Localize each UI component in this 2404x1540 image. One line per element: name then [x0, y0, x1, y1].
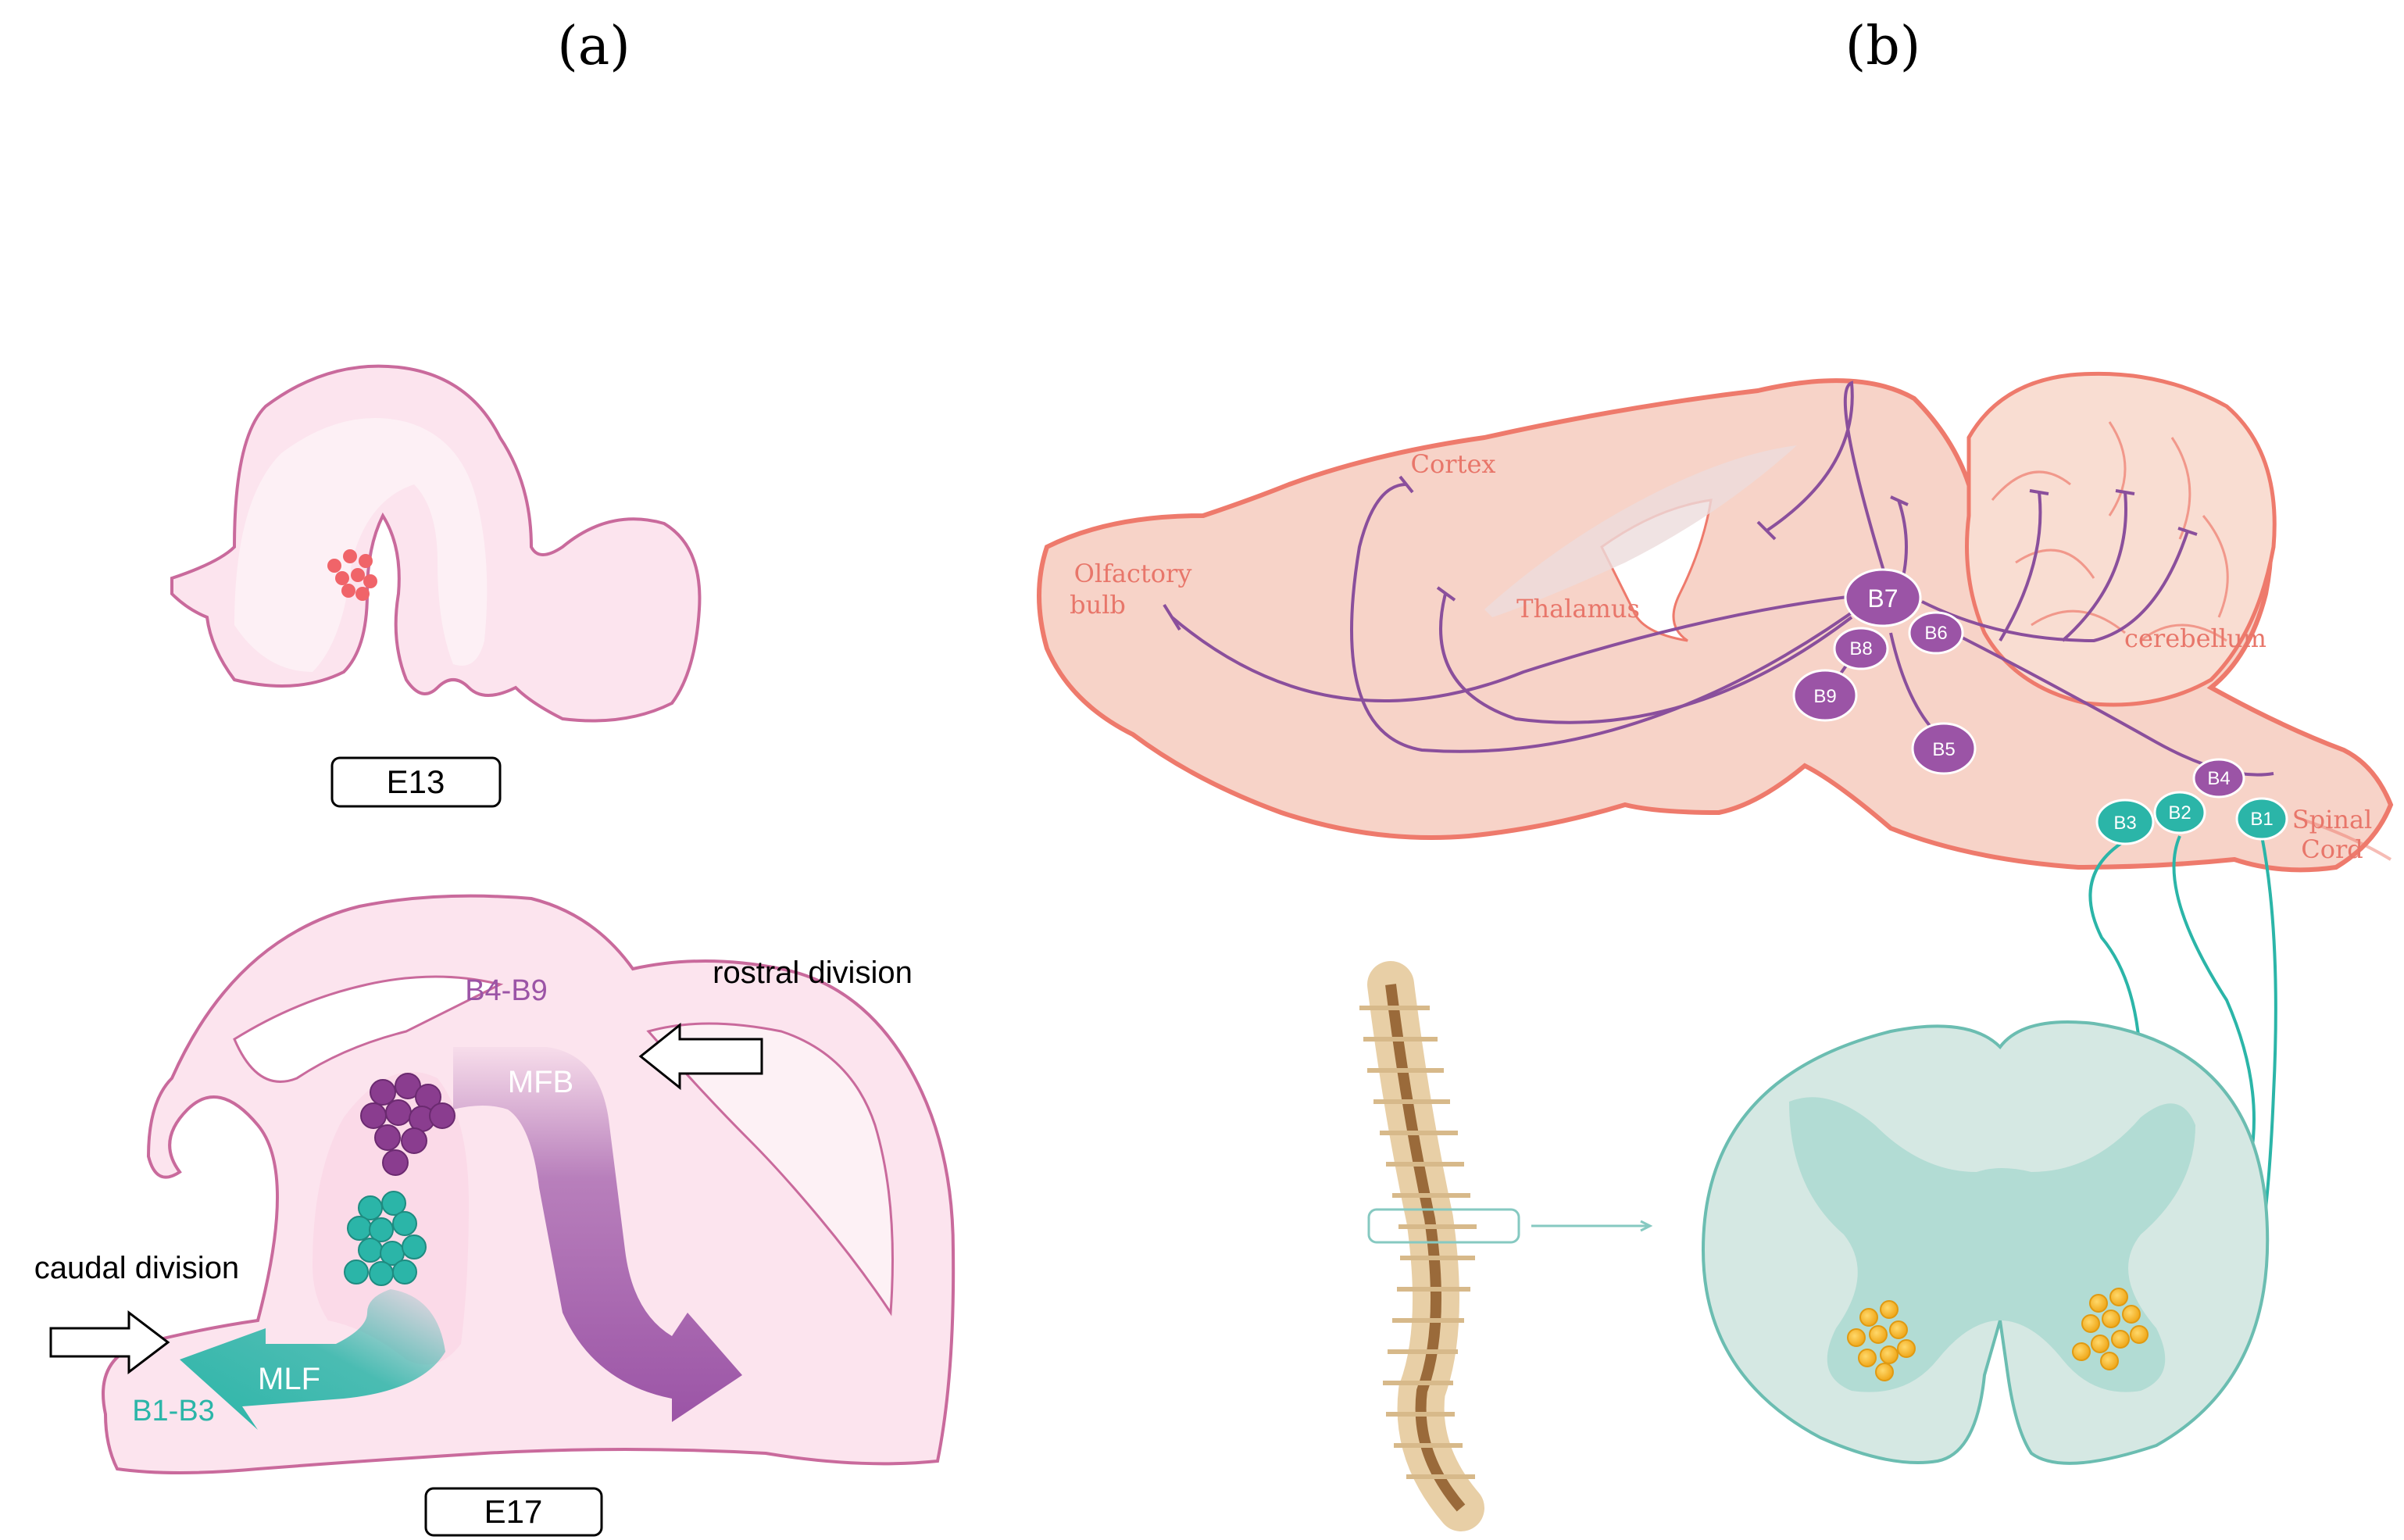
mlf-tract-arrow — [180, 1289, 445, 1430]
svg-text:B9: B9 — [1813, 686, 1836, 707]
olfactory-label-line2: bulb — [1070, 590, 1126, 620]
b1-b3-neuron-cluster — [344, 1191, 427, 1286]
svg-text:B6: B6 — [1924, 623, 1947, 644]
spinal-label-line1: Spinal — [2292, 805, 2373, 834]
olfactory-label-line1: Olfactory — [1074, 559, 1192, 588]
caudal-division-indicator: caudal division — [34, 1251, 239, 1375]
stage-box-e17: E17 — [424, 1487, 603, 1537]
nucleus-b5: B5 — [1911, 722, 1977, 775]
cerebellum-label: cerebellum — [2124, 624, 2266, 653]
svg-text:B2: B2 — [2168, 802, 2191, 824]
spinal-label-line2: Cord — [2301, 834, 2363, 864]
nucleus-b2: B2 — [2153, 791, 2206, 834]
svg-text:caudal division: caudal division — [34, 1251, 239, 1285]
rostral-division-indicator: rostral division — [638, 956, 913, 1091]
svg-text:B1: B1 — [2250, 809, 2273, 830]
nucleus-b1: B1 — [2235, 797, 2288, 841]
motor-neuron-cluster-right — [2072, 1288, 2149, 1370]
e13-neuron-cluster — [327, 549, 377, 601]
e13-embryo-brain — [170, 364, 702, 723]
svg-text:E17: E17 — [484, 1493, 543, 1530]
svg-text:B5: B5 — [1932, 739, 1955, 760]
group-b1-b3-label: B1-B3 — [132, 1395, 215, 1427]
panel-label-a: (a) — [557, 16, 630, 77]
b4-b9-neuron-cluster — [360, 1073, 455, 1176]
svg-text:rostral division: rostral division — [713, 956, 913, 990]
cortex-label: Cortex — [1411, 449, 1496, 479]
spinal-cord-cross-section — [1701, 1020, 2270, 1465]
nucleus-b8: B8 — [1833, 627, 1889, 670]
svg-text:B3: B3 — [2113, 813, 2136, 834]
mfb-tract-arrow — [453, 1047, 742, 1422]
nucleus-b3: B3 — [2095, 799, 2155, 845]
section-highlight-box — [1367, 1208, 1520, 1244]
thalamus-label: Thalamus — [1516, 594, 1640, 624]
panel-label-b: (b) — [1845, 16, 1921, 77]
svg-text:E13: E13 — [387, 763, 445, 800]
group-b4-b9-label: B4-B9 — [465, 974, 548, 1007]
mfb-label: MFB — [508, 1065, 573, 1099]
nucleus-b9: B9 — [1792, 669, 1858, 722]
nucleus-b4: B4 — [2192, 758, 2245, 799]
purple-terminals — [1163, 475, 2198, 631]
motor-neuron-cluster-left — [1847, 1300, 1916, 1381]
nucleus-b7: B7 — [1844, 568, 1922, 627]
svg-text:B8: B8 — [1849, 638, 1872, 659]
svg-text:B7: B7 — [1867, 584, 1898, 613]
spine-column — [1359, 961, 1484, 1531]
section-pointer-arrow — [1531, 1220, 1653, 1232]
mlf-label: MLF — [258, 1362, 320, 1396]
nucleus-b6: B6 — [1908, 611, 1964, 655]
svg-text:B4: B4 — [2207, 768, 2230, 789]
stage-box-e13: E13 — [330, 756, 502, 808]
